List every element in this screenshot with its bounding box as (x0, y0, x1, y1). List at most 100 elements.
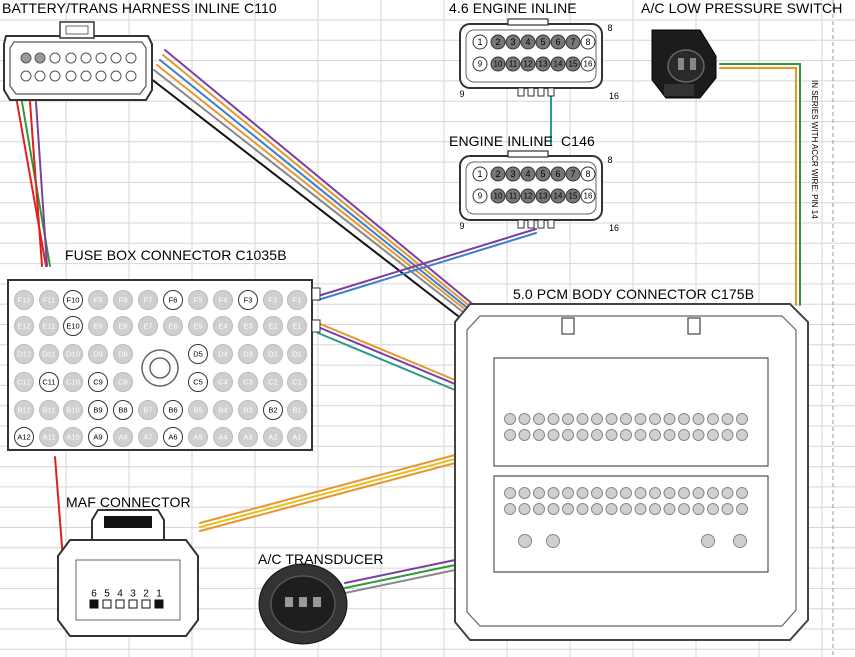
c146-pin (472, 166, 488, 182)
ac-transducer-terminal (285, 597, 293, 607)
fuse-box-pin (188, 290, 208, 310)
pcm-pin (634, 487, 647, 499)
fuse-box-pin-label: A12 (17, 433, 30, 442)
pcm-body-connector (454, 303, 809, 641)
fuse-box-pin-label: E11 (43, 322, 56, 331)
fuse-box-pin (113, 427, 133, 447)
pcm-pin-large (518, 534, 532, 548)
fuse-box-pin-label: D2 (268, 350, 278, 359)
c146-pin-label: 13 (539, 192, 548, 201)
fuse-box-pin (113, 372, 133, 392)
fuse-box-pin-label: A8 (118, 433, 127, 442)
pcm-pin (649, 429, 661, 441)
eng46-pin (550, 56, 566, 72)
pcm-pin (547, 429, 560, 441)
fuse-box-pin (39, 344, 59, 364)
wire-actrans-pcm (344, 569, 456, 594)
pcm-pin (692, 413, 705, 425)
ac-low-pressure-label: A/C LOW PRESSURE SWITCH (641, 0, 843, 16)
fuse-box-pin (63, 316, 83, 336)
pcm-pin (678, 413, 690, 425)
fuse-box-pin (138, 427, 158, 447)
c110-inner (9, 41, 147, 95)
pcm-pin (663, 413, 676, 425)
fuse-box-pin (138, 316, 158, 336)
eng46-body (459, 23, 603, 89)
ac-transducer-terminal (299, 597, 307, 607)
fuse-box-stud-inner (149, 357, 171, 379)
c110-pin (65, 70, 77, 82)
fuse-box-pin (213, 400, 233, 420)
wire-fusebox-c146 (317, 228, 537, 297)
eng46-bottom-tab (537, 87, 545, 97)
pcm-label: 5.0 PCM BODY CONNECTOR C175B (513, 286, 755, 302)
fuse-box-pin (287, 290, 307, 310)
fuse-box-pin (188, 372, 208, 392)
fuse-box-pin-label: B9 (93, 406, 102, 415)
pcm-pin (562, 413, 574, 425)
fuse-box-pin (14, 316, 34, 336)
fuse-box-pin (213, 316, 233, 336)
fuse-box-pin-label: F11 (43, 296, 55, 305)
pcm-pin (504, 503, 516, 515)
maf-label: MAF CONNECTOR (66, 494, 191, 510)
fuse-box-pin (163, 400, 183, 420)
pcm-body (454, 303, 809, 641)
ac-transducer (258, 563, 348, 645)
fuse-box-pin (213, 290, 233, 310)
fuse-box-pin (287, 427, 307, 447)
fuse-box-pin (263, 427, 283, 447)
pcm-pin (707, 487, 719, 499)
fuse-box-pin-label: A1 (292, 433, 301, 442)
fuse-box-pin (88, 427, 108, 447)
ac-transducer-label: A/C TRANSDUCER (258, 551, 384, 567)
c146-bottom-tab (547, 219, 555, 229)
eng46-bottom-tab (527, 87, 535, 97)
fuse-box-pin-label: F8 (119, 296, 128, 305)
maf-body (57, 539, 199, 637)
eng46-pin-label: 2 (495, 37, 500, 47)
c110-pin (95, 52, 107, 64)
eng46-bottom-tab (517, 87, 525, 97)
ac-low-base (664, 84, 694, 96)
fuse-box-pin-label: E2 (268, 322, 277, 331)
c146-pin (565, 188, 581, 204)
pcm-pin (678, 487, 690, 499)
fuse-box-pin (188, 344, 208, 364)
eng46-pin-label: 6 (555, 37, 560, 47)
fuse-box-pin (188, 316, 208, 336)
fuse-box-pin-label: D4 (218, 350, 228, 359)
fuse-box-pin-label: E8 (118, 322, 127, 331)
maf-pin-label: 5 (104, 589, 110, 600)
fuse-box-pin (63, 400, 83, 420)
ac-low-terminal (678, 58, 684, 70)
wire-c110-pcm (159, 59, 471, 311)
wire-maf-pcm (199, 462, 456, 532)
wire-ac-low-pcm (719, 67, 797, 306)
fuse-box-pin (188, 400, 208, 420)
fuse-box-pin-label: A6 (168, 433, 177, 442)
pcm-pin (736, 503, 748, 515)
fuse-box-pin (39, 316, 59, 336)
c110-pin (110, 70, 122, 82)
c146-pin (505, 166, 521, 182)
fuse-box-pin-label: B6 (168, 406, 177, 415)
c146-pin-label: 11 (509, 192, 518, 201)
wire-c110-pcm (153, 69, 464, 313)
fuse-box-pin (88, 344, 108, 364)
fuse-box-pin (39, 427, 59, 447)
fuse-box-pin-label: D8 (118, 350, 128, 359)
eng46-pin (520, 34, 536, 50)
fuse-box-pin (263, 290, 283, 310)
ac-low-terminal (690, 58, 696, 70)
fuse-box-pin (263, 400, 283, 420)
pcm-pin (692, 503, 705, 515)
fuse-box-pin-label: F4 (219, 296, 228, 305)
pcm-pin (634, 503, 647, 515)
fuse-box-pin (63, 372, 83, 392)
wire-c110-fusebox (29, 101, 43, 267)
eng46-pin (490, 56, 506, 72)
eng46-pin (472, 56, 488, 72)
c146-pin (520, 166, 536, 182)
eng46-pin-label: 14 (554, 60, 563, 69)
